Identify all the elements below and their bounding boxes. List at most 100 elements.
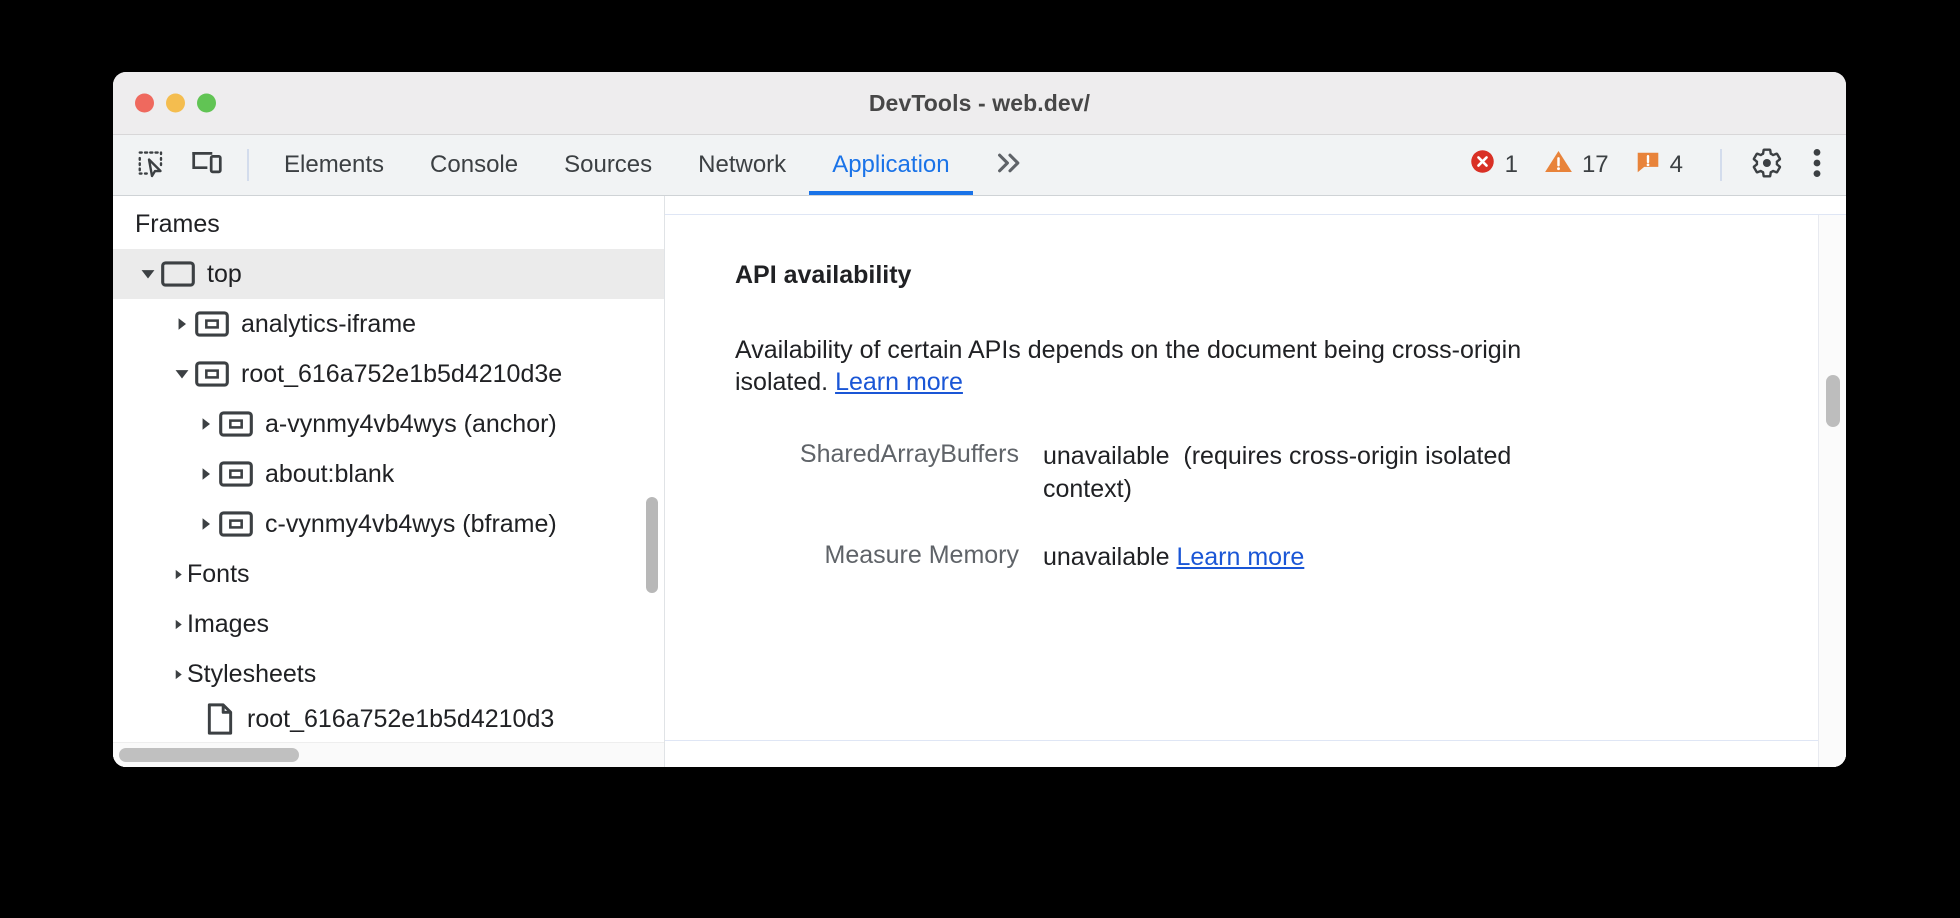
frames-tree: top analytics-iframe (113, 249, 664, 742)
tree-item-label: root_616a752e1b5d4210d3e (241, 359, 563, 388)
tree-item-label: c-vynmy4vb4wys (bframe) (265, 509, 557, 538)
tree-item-analytics-iframe[interactable]: analytics-iframe (113, 299, 664, 349)
row-key: Measure Memory (824, 541, 1020, 569)
frame-iframe-icon (219, 411, 253, 437)
window-title: DevTools - web.dev/ (868, 89, 1091, 116)
tab-network-label: Network (698, 151, 787, 178)
row-measure-memory: Measure Memory unavailable Learn more (735, 541, 1846, 574)
twisty-right-icon[interactable] (169, 668, 187, 681)
more-tabs-button[interactable] (973, 135, 1043, 195)
tab-console-label: Console (430, 151, 519, 178)
tab-elements[interactable]: Elements (261, 135, 407, 195)
settings-button[interactable] (1740, 135, 1794, 195)
issue-badge[interactable]: 4 (1622, 149, 1696, 182)
warning-count: 17 (1581, 151, 1609, 178)
chevron-double-right-icon (993, 150, 1027, 181)
tree-item-label: root_616a752e1b5d4210d3 (247, 704, 555, 733)
device-toolbar-icon (191, 148, 223, 183)
twisty-right-icon[interactable] (169, 316, 195, 332)
tab-network[interactable]: Network (675, 135, 809, 195)
warning-icon (1544, 148, 1573, 182)
tree-item-label: a-vynmy4vb4wys (anchor) (265, 409, 557, 438)
row-key: SharedArrayBuffers (799, 440, 1019, 468)
twisty-down-icon[interactable] (135, 265, 161, 283)
tree-item-stylesheets[interactable]: Stylesheets (113, 649, 664, 699)
row-value-group: unavailable (requires cross-origin isola… (1043, 440, 1603, 505)
row-note: (requires cross-origin isolated context) (1043, 442, 1512, 503)
tree-item-document[interactable]: root_616a752e1b5d4210d3 (113, 699, 664, 739)
frame-iframe-icon (195, 311, 229, 337)
tree-item-label: Stylesheets (187, 659, 317, 688)
learn-more-link[interactable]: Learn more (835, 368, 963, 396)
tab-application[interactable]: Application (809, 135, 974, 195)
document-icon (205, 703, 235, 735)
tree-item-label: Images (187, 609, 269, 638)
main-vertical-scrollbar-thumb[interactable] (1826, 375, 1840, 427)
panel-top-divider (665, 214, 1846, 215)
tree-item-images[interactable]: Images (113, 599, 664, 649)
error-count: 1 (1504, 151, 1518, 178)
tree-item-label: Fonts (187, 559, 250, 588)
frame-iframe-icon (195, 361, 229, 387)
tree-item-fonts[interactable]: Fonts (113, 549, 664, 599)
frames-sidebar: Frames top (113, 196, 665, 767)
row-value-group: unavailable Learn more (1043, 541, 1304, 574)
section-paragraph: Availability of certain APIs depends on … (735, 334, 1615, 398)
error-badge[interactable]: 1 (1456, 148, 1531, 182)
sidebar-header-frames: Frames (113, 196, 664, 249)
more-options-button[interactable] (1794, 135, 1840, 195)
window-titlebar: DevTools - web.dev/ (113, 72, 1846, 135)
traffic-light-buttons (135, 93, 216, 113)
panel-bottom-divider (665, 740, 1846, 741)
toolbar-spacer (1043, 135, 1456, 195)
row-shared-array-buffers: SharedArrayBuffers unavailable (requires… (735, 440, 1846, 505)
main-vertical-scrollbar[interactable] (1818, 215, 1846, 767)
devtools-window: DevTools - web.dev/ (113, 72, 1846, 767)
sidebar-horizontal-scrollbar-thumb[interactable] (119, 748, 299, 762)
inspect-element-button[interactable] (123, 135, 179, 195)
toolbar-divider-left (247, 149, 249, 181)
tab-sources-label: Sources (564, 151, 653, 178)
twisty-right-icon[interactable] (193, 416, 219, 432)
tree-item-label: analytics-iframe (241, 309, 417, 338)
tree-item-about-blank[interactable]: about:blank (113, 449, 664, 499)
issue-count: 4 (1669, 151, 1683, 178)
row-value: unavailable (1043, 543, 1170, 571)
twisty-right-icon[interactable] (169, 618, 187, 631)
twisty-down-icon[interactable] (169, 365, 195, 383)
tab-sources[interactable]: Sources (541, 135, 675, 195)
sidebar-horizontal-scrollbar[interactable] (113, 742, 664, 767)
toolbar-divider-right (1720, 149, 1722, 181)
twisty-right-icon[interactable] (169, 568, 187, 581)
inspect-element-icon (136, 148, 166, 183)
twisty-right-icon[interactable] (193, 466, 219, 482)
maximize-window-button[interactable] (197, 93, 216, 113)
section-title: API availability (735, 261, 912, 289)
tab-console[interactable]: Console (407, 135, 541, 195)
more-vertical-icon (1812, 148, 1822, 183)
frame-page-icon (161, 261, 195, 287)
minimize-window-button[interactable] (166, 93, 185, 113)
frame-iframe-icon (219, 511, 253, 537)
tree-item-anchor-frame[interactable]: a-vynmy4vb4wys (anchor) (113, 399, 664, 449)
close-window-button[interactable] (135, 93, 154, 113)
tree-item-top[interactable]: top (113, 249, 664, 299)
tab-elements-label: Elements (284, 151, 385, 178)
warning-badge[interactable]: 17 (1531, 148, 1622, 182)
gear-icon (1751, 147, 1783, 184)
sidebar-vertical-scrollbar-thumb[interactable] (646, 497, 658, 593)
paragraph-text: Availability of certain APIs depends on … (735, 336, 1522, 396)
issue-icon (1635, 149, 1661, 182)
twisty-right-icon[interactable] (193, 516, 219, 532)
row-value: unavailable (1043, 442, 1170, 470)
device-toolbar-button[interactable] (179, 135, 235, 195)
api-availability-section: API availability Availability of certain… (665, 215, 1846, 740)
frame-iframe-icon (219, 461, 253, 487)
tree-item-root-frame[interactable]: root_616a752e1b5d4210d3e (113, 349, 664, 399)
learn-more-link[interactable]: Learn more (1176, 543, 1305, 571)
tree-item-bframe[interactable]: c-vynmy4vb4wys (bframe) (113, 499, 664, 549)
status-badges: 1 17 (1456, 135, 1702, 195)
error-icon (1469, 148, 1496, 182)
panel-tabs: Elements Console Sources Network Applica… (261, 135, 974, 195)
